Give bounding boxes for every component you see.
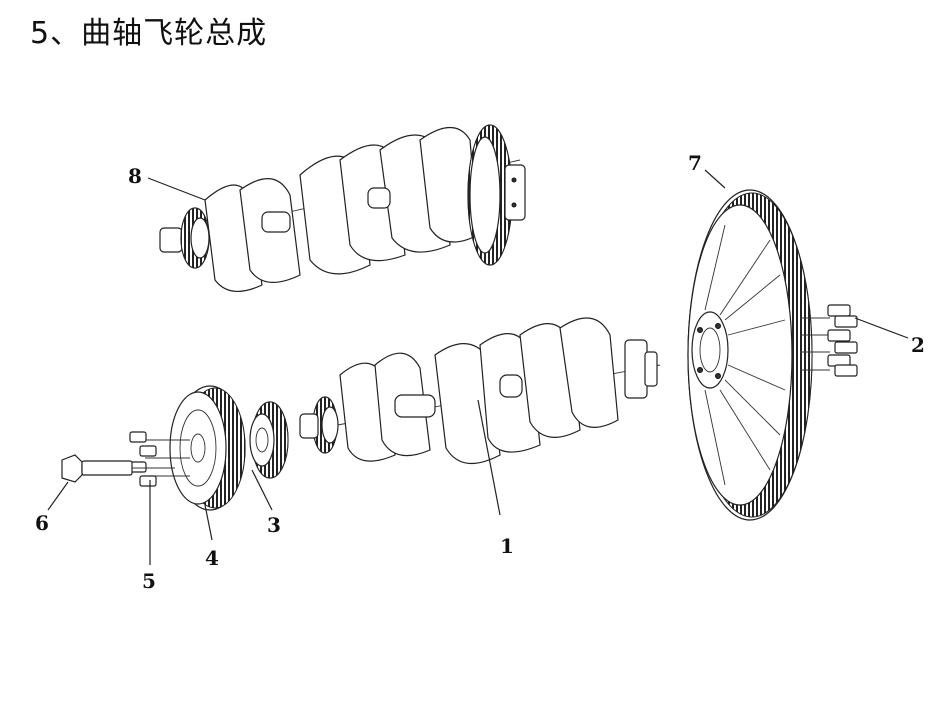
damper-pulley	[169, 385, 246, 511]
upper-crankshaft	[159, 124, 526, 292]
callout-3: 3	[267, 513, 281, 537]
callout-8: 8	[128, 164, 142, 188]
leader-lines	[47, 169, 909, 565]
callout-1: 1	[500, 534, 514, 558]
callout-2: 2	[911, 333, 925, 357]
callout-4: 4	[205, 546, 219, 570]
page-title: 5、曲轴飞轮总成	[30, 16, 268, 51]
callout-5: 5	[142, 569, 156, 593]
flywheel	[687, 189, 813, 521]
main-crankshaft	[299, 317, 661, 465]
flywheel-bolts	[800, 304, 858, 377]
pulley-bolts	[129, 431, 190, 487]
crank-gear	[249, 401, 289, 479]
callout-7: 7	[688, 151, 702, 175]
callout-6: 6	[35, 511, 49, 535]
center-bolt	[61, 454, 175, 483]
